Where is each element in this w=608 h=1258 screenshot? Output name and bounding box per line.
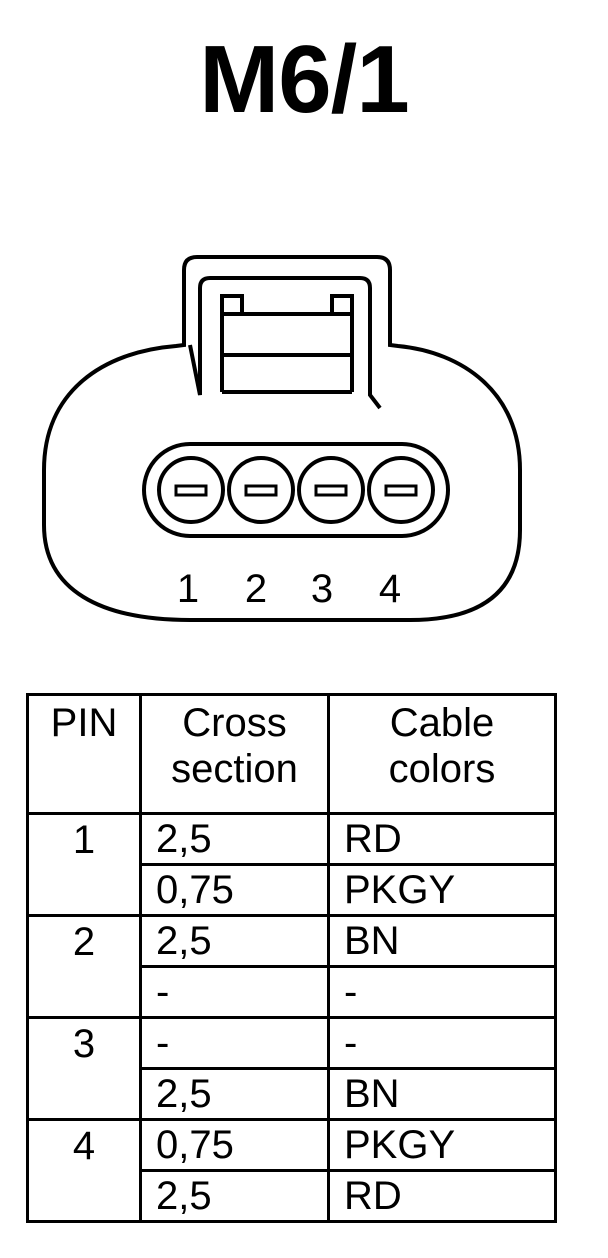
- cross-section-cell: 0,75: [139, 1118, 330, 1172]
- table-row: 1 2,5 RD: [26, 812, 557, 917]
- pin-number-label: 4: [379, 567, 401, 611]
- table-row: 4 0,75 PKGY: [26, 1118, 557, 1223]
- cable-color-cell: -: [327, 1016, 557, 1070]
- table-row: 2,5 RD: [28, 1169, 557, 1223]
- pin-number-label: 2: [245, 567, 267, 611]
- cable-color-cell: PKGY: [327, 1118, 557, 1172]
- table-row: 3 - -: [26, 1016, 557, 1121]
- cable-color-cell: -: [327, 965, 557, 1019]
- cross-section-cell: 2,5: [139, 914, 330, 968]
- pin-number-label: 1: [177, 567, 199, 611]
- header-cable-colors: Cable colors: [327, 693, 557, 815]
- cable-color-cell: RD: [327, 812, 557, 866]
- pin-contacts: [157, 456, 435, 524]
- pin-contact-3: [297, 456, 365, 524]
- connector-diagram: 1 2 3 4: [42, 255, 522, 622]
- pin-contact-4: [367, 456, 435, 524]
- header-cable-colors-line-2: colors: [388, 747, 496, 791]
- pin-cell: 3: [26, 1016, 142, 1121]
- header-pin: PIN: [26, 693, 142, 815]
- header-pin-label: PIN: [50, 701, 118, 745]
- table-header-row: PIN Cross section Cable colors: [26, 693, 557, 815]
- pin-assignment-table: PIN Cross section Cable colors 1 2,5 RD …: [26, 693, 557, 1223]
- cross-section-cell: 2,5: [139, 1169, 330, 1223]
- pin-number-label: 3: [311, 567, 333, 611]
- header-cross-section: Cross section: [139, 693, 330, 815]
- pin-cell: 1: [26, 812, 142, 917]
- pin-contact-1: [157, 456, 225, 524]
- pin-carrier: [142, 442, 450, 538]
- latch-outline: [188, 276, 382, 410]
- table-row: 2,5 BN: [28, 1067, 557, 1121]
- cable-color-cell: RD: [327, 1169, 557, 1223]
- pin-cell: 2: [26, 914, 142, 1019]
- connector-title: M6/1: [199, 26, 409, 133]
- table-row: 2 2,5 BN: [26, 914, 557, 1019]
- cable-color-cell: BN: [327, 914, 557, 968]
- cable-color-cell: BN: [327, 1067, 557, 1121]
- connector-housing: [42, 255, 522, 622]
- header-cross-section-line-1: Cross: [182, 701, 287, 745]
- cross-section-cell: -: [139, 1016, 330, 1070]
- cable-color-cell: PKGY: [327, 863, 557, 917]
- header-cable-colors-line-1: Cable: [389, 701, 495, 745]
- cross-section-cell: -: [139, 965, 330, 1019]
- cross-section-cell: 0,75: [139, 863, 330, 917]
- table-row: 0,75 PKGY: [28, 863, 557, 917]
- pin-cell: 4: [26, 1118, 142, 1223]
- latch-tab: [220, 294, 354, 394]
- pin-contact-2: [227, 456, 295, 524]
- header-cross-section-line-2: section: [171, 747, 298, 791]
- table-row: - -: [28, 965, 557, 1019]
- cross-section-cell: 2,5: [139, 1067, 330, 1121]
- cross-section-cell: 2,5: [139, 812, 330, 866]
